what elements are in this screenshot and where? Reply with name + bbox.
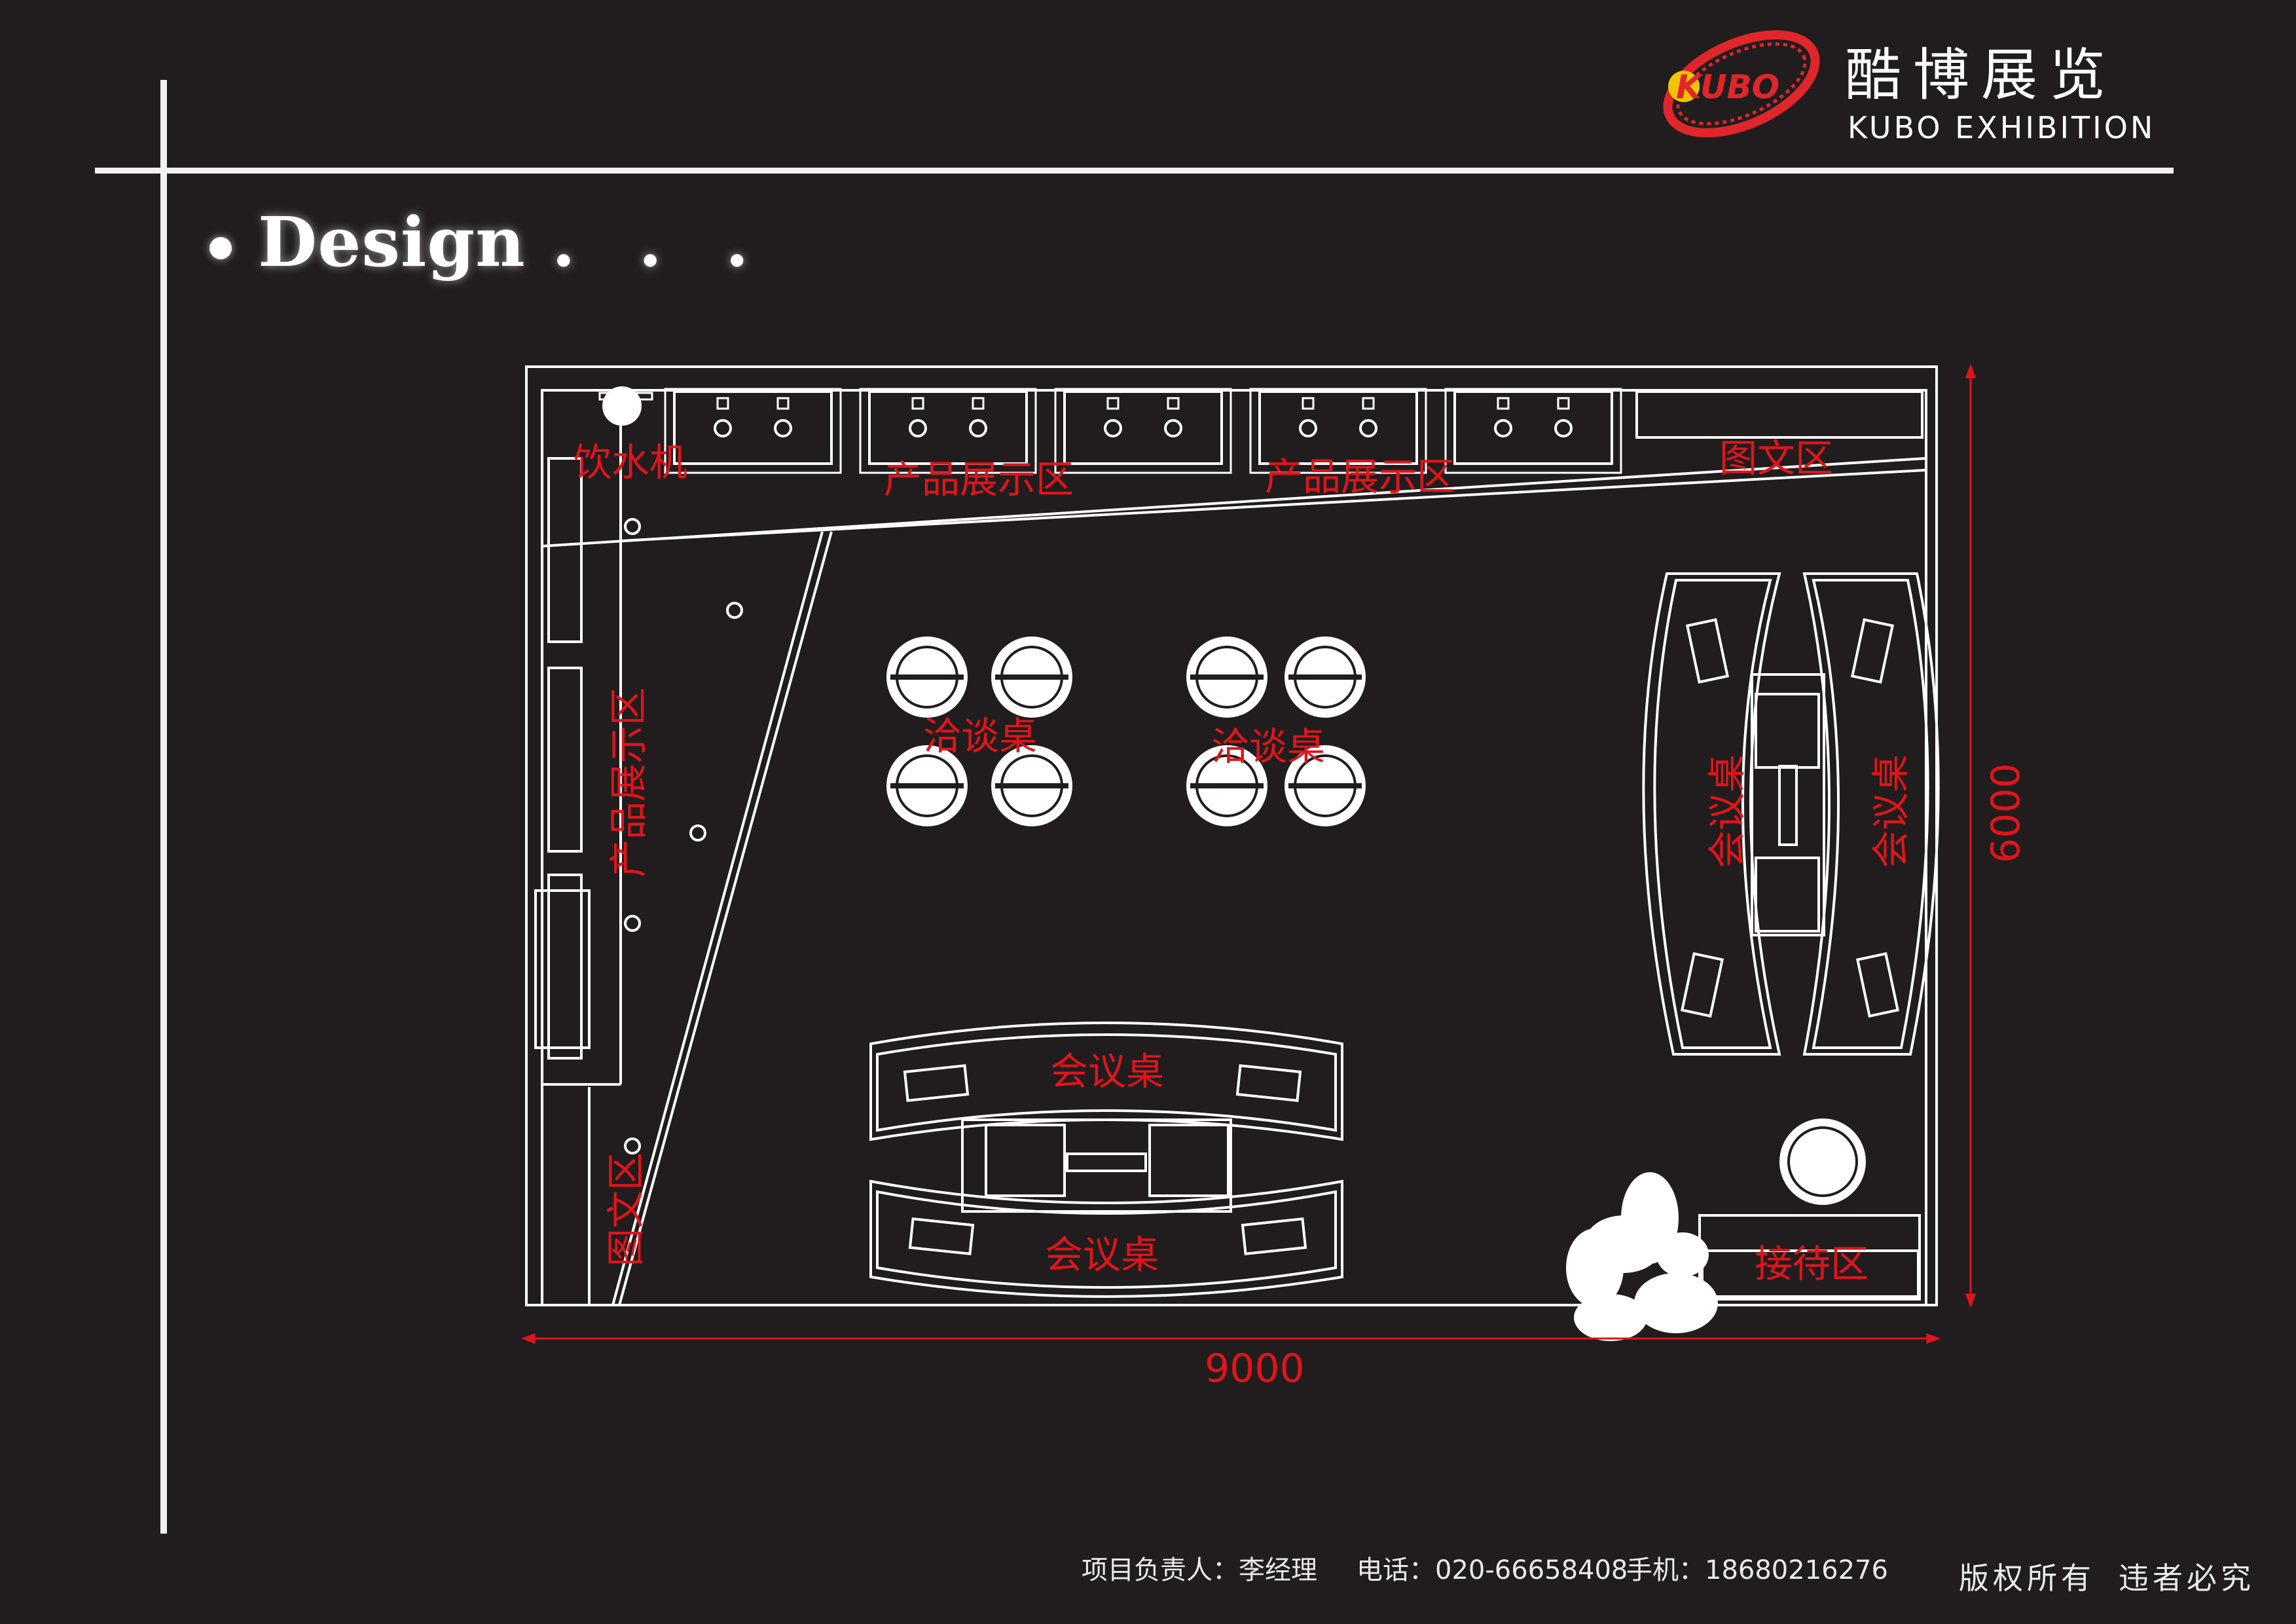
footer-manager: 项目负责人：李经理 [1082,1555,1317,1585]
label-meeting-right-2: 会议桌 [1868,754,1913,868]
water-dispenser-symbol [598,386,653,426]
plant-icon [1566,1172,1718,1341]
label-product-display-2: 产品展示区 [1265,454,1455,499]
label-meeting-bottom-1: 会议桌 [1050,1049,1164,1094]
label-meeting-right-1: 会议桌 [1705,754,1749,868]
design-heading: Design . . . [210,202,769,282]
meeting-table-right [1642,572,1940,1056]
dimension-width: 9000 [1205,1346,1305,1392]
logo-text: KUBO [1676,68,1779,106]
kubo-logo-icon: KUBO [1663,30,1820,138]
footer-warning: 违者必究 [2119,1560,2255,1596]
label-meeting-bottom-2: 会议桌 [1045,1232,1159,1277]
footer-phone: 电话：020-66658408 [1357,1555,1628,1585]
label-reception: 接待区 [1755,1242,1868,1286]
meeting-table-bottom [869,1022,1343,1298]
design-dots: . . . [551,202,769,282]
label-graphic-top: 图文区 [1719,436,1833,481]
frame-horizontal-line [95,168,2174,174]
label-water-dispenser: 饮水机 [574,440,687,485]
footer-mobile: 手机：18680216276 [1626,1555,1888,1585]
label-product-display-1: 产品展示区 [884,457,1074,502]
diagonal-walls [541,457,1925,1306]
frame-vertical-line [160,80,167,1534]
left-wall-structure [534,406,622,1305]
reception-chair [1779,1118,1866,1205]
design-title: Design [258,202,526,282]
brand-name-en: KUBO EXHIBITION [1848,110,2156,145]
brand-name-cn: 酷博展览 [1845,43,2117,108]
dimension-lines [520,363,1977,1344]
label-graphic-left: 图文区 [604,1153,648,1266]
dimension-depth: 6000 [1983,763,2029,863]
footer-copyright: 版权所有 [1959,1560,2095,1596]
top-display-cabinets [664,388,1923,474]
label-product-display-left: 产品展示区 [606,688,651,877]
ceiling-lights [624,518,743,1154]
label-negotiation-2: 洽谈桌 [1211,724,1325,769]
bullet-icon [210,236,232,259]
label-negotiation-1: 洽谈桌 [923,714,1037,758]
